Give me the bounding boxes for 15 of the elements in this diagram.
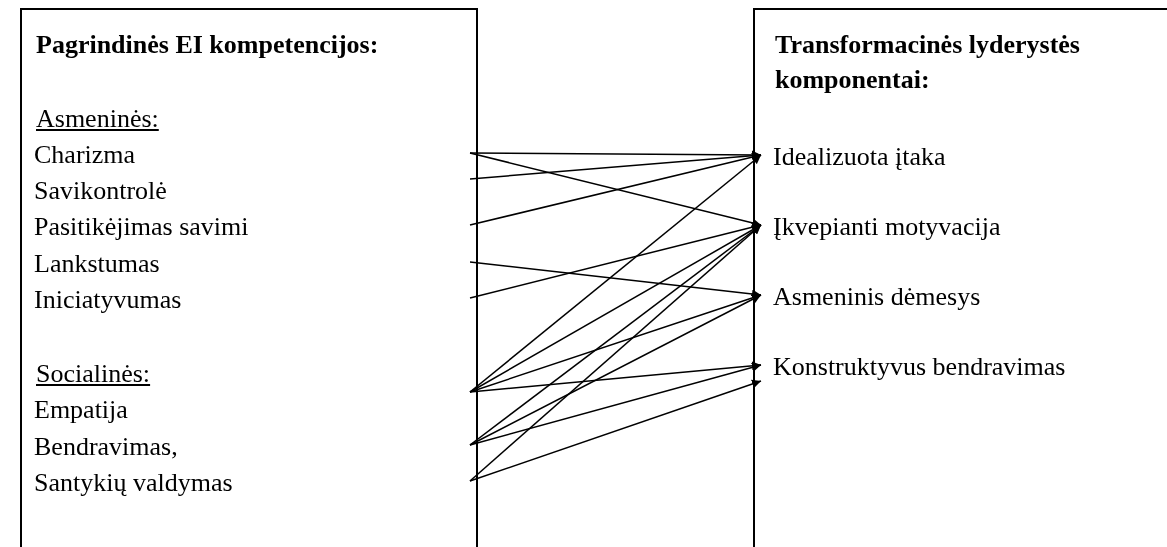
group-heading: Socialinės: bbox=[36, 358, 151, 390]
list-item: Įkvepianti motyvacija bbox=[761, 209, 1167, 245]
list-item: Konstruktyvus bendravimas bbox=[761, 349, 1167, 385]
list-item: Lankstumas bbox=[28, 246, 160, 282]
list-item: Idealizuota įtaka bbox=[761, 139, 1167, 175]
list-item: Asmeninis dėmesys bbox=[761, 279, 1167, 315]
panel-heading: Pagrindinės EI kompetencijos: bbox=[36, 29, 380, 61]
list-item: Charizma bbox=[28, 137, 136, 173]
list-item: Bendravimas, bbox=[28, 429, 178, 465]
panel-heading: Transformacinės lyderystės komponentai: bbox=[775, 29, 1081, 96]
list-panel bbox=[753, 8, 1167, 547]
list-item: Savikontrolė bbox=[28, 173, 167, 209]
list-item: Santykių valdymas bbox=[28, 465, 233, 501]
group-heading: Asmeninės: bbox=[36, 103, 159, 135]
list-item: Empatija bbox=[28, 392, 128, 428]
